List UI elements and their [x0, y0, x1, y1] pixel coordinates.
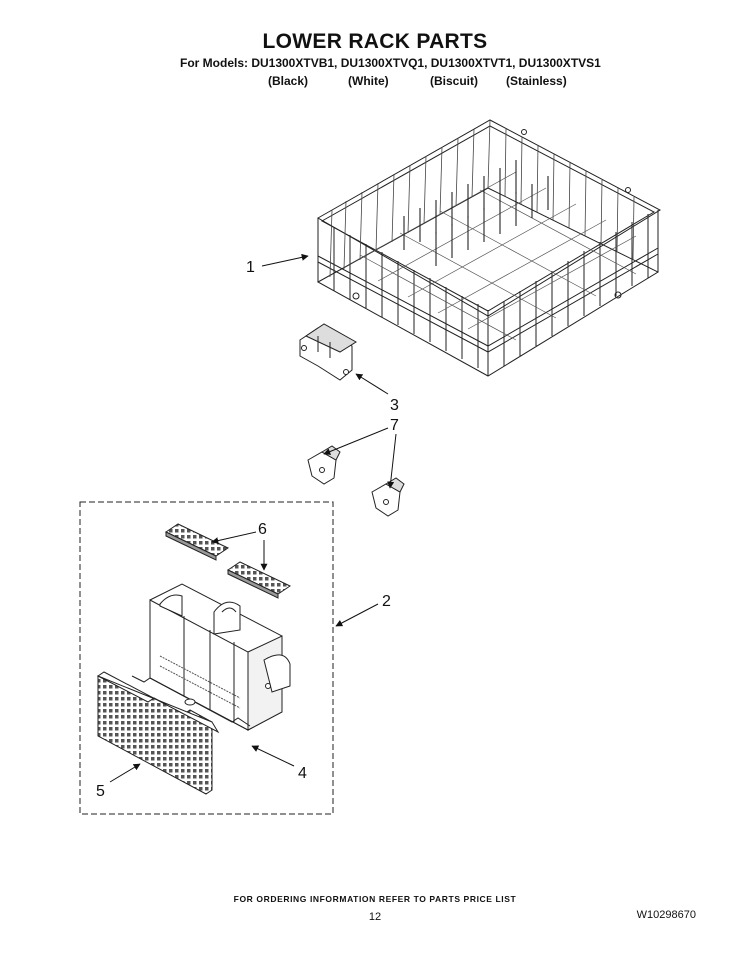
callout-6: 6: [258, 521, 267, 538]
basket-cover-part-b: [226, 561, 292, 599]
callout-5: 5: [96, 783, 105, 800]
callout-3: 3: [390, 397, 399, 414]
color-white: (White): [348, 74, 389, 88]
callout-2: 2: [382, 593, 391, 610]
color-biscuit: (Biscuit): [430, 74, 478, 88]
callout-4: 4: [298, 765, 307, 782]
color-stainless: (Stainless): [506, 74, 567, 88]
lower-rack-part: [316, 119, 662, 377]
callout-7: 7: [390, 417, 399, 434]
wheel-clip-part-b: [371, 477, 405, 517]
document-number: W10298670: [636, 909, 696, 921]
silverware-basket-group-box: [79, 501, 334, 815]
silverware-basket-part: [149, 583, 291, 731]
basket-rod-part: [131, 675, 251, 727]
callout-1: 1: [246, 259, 255, 276]
page-title: LOWER RACK PARTS: [262, 30, 488, 53]
wheel-clip-part-a: [307, 445, 341, 485]
color-black: (Black): [268, 74, 309, 88]
basket-front-panel-part: [96, 671, 220, 795]
basket-cover-part-a: [164, 523, 230, 561]
leader-lines: [109, 253, 397, 783]
page-number: 12: [368, 911, 382, 923]
ordering-note: FOR ORDERING INFORMATION REFER TO PARTS …: [233, 894, 517, 904]
rack-clip-part: [299, 323, 357, 381]
models-line: For Models: DU1300XTVB1, DU1300XTVQ1, DU…: [180, 56, 601, 70]
